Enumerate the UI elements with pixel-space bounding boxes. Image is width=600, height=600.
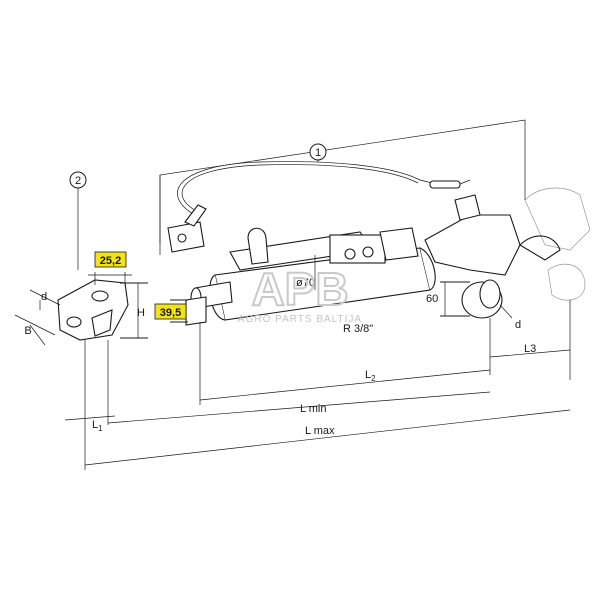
safety-cable xyxy=(177,161,471,216)
l1-label: L1 xyxy=(92,419,103,433)
l3-label: L3 xyxy=(524,343,536,355)
callout-2: 2 xyxy=(69,171,87,270)
diameter-label: ø70 xyxy=(296,277,315,289)
callout-1: 1 xyxy=(309,143,327,161)
callout-2-number: 2 xyxy=(75,175,81,187)
fork-b-label: B xyxy=(24,325,31,337)
fork-end xyxy=(57,279,148,341)
dimension-lines: L1 L2 L3 L min L max xyxy=(64,343,571,466)
fork-width-highlight: 25,2 xyxy=(94,251,127,268)
fork-width-value: 25,2 xyxy=(100,255,121,267)
watermark-tagline: AGRO PARTS BALTIJA xyxy=(238,314,362,325)
l2-label: L2 xyxy=(365,369,376,383)
watermark-logo-text: APB xyxy=(251,263,348,315)
fork-d-label: d xyxy=(41,291,47,303)
lmax-label: L max xyxy=(305,425,335,437)
pin-offset-highlight: 39,5 xyxy=(154,303,187,320)
lock-clip xyxy=(167,204,207,253)
fork-h-label: H xyxy=(137,307,145,319)
fork-dimensions: d B H xyxy=(14,272,145,346)
ball-d-label: d xyxy=(515,319,521,331)
watermark-logo: APB AGRO PARTS BALTIJA xyxy=(238,262,362,325)
ball-joint: 60 d xyxy=(426,279,521,331)
callout-1-number: 1 xyxy=(315,147,321,159)
pin-offset-value: 39,5 xyxy=(160,307,181,319)
extension-lines xyxy=(84,300,571,470)
lmin-label: L min xyxy=(300,403,327,415)
rear-hook xyxy=(424,194,561,276)
thread-label: R 3/8" xyxy=(343,323,373,335)
height-label: 60 xyxy=(426,293,438,305)
piston-rod xyxy=(170,281,233,326)
